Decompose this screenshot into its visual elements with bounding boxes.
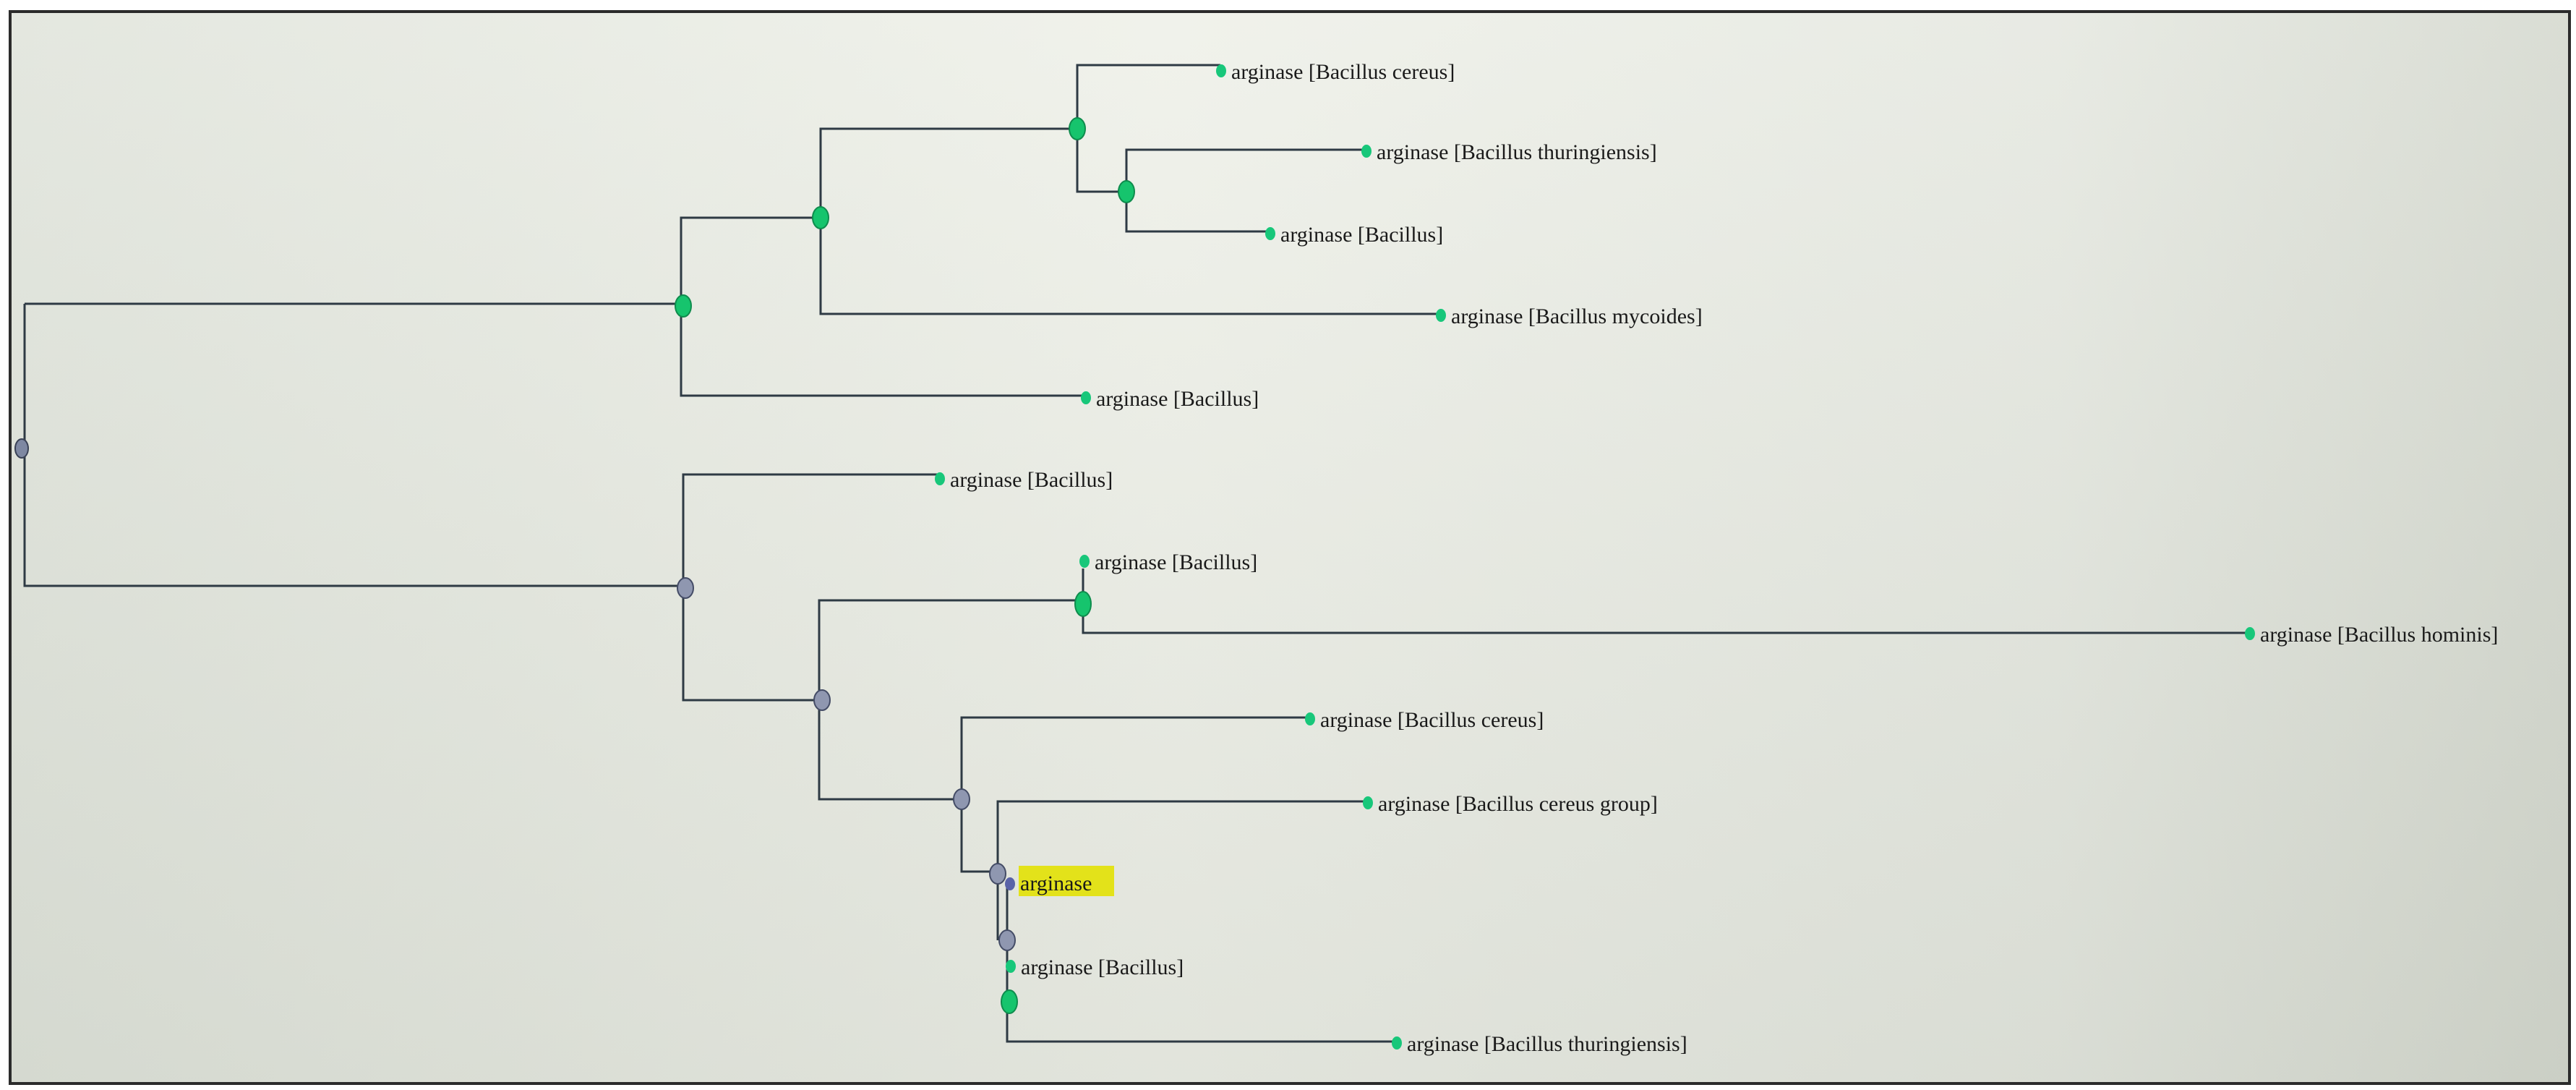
green-dot-icon [935,472,945,485]
node-circle-icon[interactable] [812,206,829,229]
branch-root [23,302,683,587]
leaf-node[interactable]: arginase [Bacillus thuringiensis] [1361,140,1657,164]
leaf-node[interactable]: arginase [Bacillus thuringiensis] [1392,1032,1687,1056]
green-dot-icon [1081,391,1091,404]
green-dot-icon [1265,227,1275,240]
leaf-node[interactable]: arginase [Bacillus mycoides] [1436,305,1703,328]
query-node-icon [1005,877,1015,890]
leaf-label: arginase [Bacillus mycoides] [1451,305,1703,328]
tree-leaves: arginase [Bacillus cereus] arginase [Bac… [935,60,2498,1056]
green-dot-icon [1006,960,1016,973]
leaf-label: arginase [Bacillus hominis] [2260,623,2498,647]
leaf-label: arginase [Bacillus cereus group] [1378,792,1658,816]
node-circle-icon[interactable] [1001,989,1018,1014]
leaf-label: arginase [Bacillus cereus] [1231,60,1455,84]
leaf-node[interactable]: arginase [Bacillus cereus] [1305,708,1544,732]
branch-node-f [960,716,1309,873]
internal-nodes [14,117,1135,1014]
green-dot-icon [1305,712,1315,725]
node-circle-icon[interactable] [14,438,29,459]
green-dot-icon [1363,796,1373,809]
leaf-label: arginase [Bacillus] [1021,955,1184,979]
branch-node-c [1125,148,1365,233]
node-circle-icon[interactable] [1074,591,1092,617]
branch-node-d [818,599,1083,801]
green-dot-icon [2245,627,2255,640]
query-highlight [1019,866,1114,896]
green-dot-icon [1079,555,1090,568]
leaf-node[interactable]: arginase [Bacillus] [1006,955,1184,979]
node-circle-icon[interactable] [989,863,1006,885]
branch-upper-clade [680,216,1084,397]
leaf-label: arginase [Bacillus] [1095,550,1257,574]
branch-lower-clade [682,473,938,702]
leaf-node[interactable]: arginase [Bacillus] [1081,387,1259,411]
node-circle-icon[interactable] [1069,117,1086,140]
node-circle-icon[interactable] [998,929,1016,951]
green-dot-icon [1361,145,1372,158]
leaf-node[interactable]: arginase [Bacillus cereus] [1216,60,1455,84]
leaf-label: arginase [Bacillus] [950,468,1113,492]
screen-frame [9,10,2571,1085]
leaf-label: arginase [Bacillus] [1280,223,1443,247]
leaf-label: arginase [Bacillus cereus] [1320,708,1544,732]
node-circle-icon[interactable] [1118,180,1135,203]
branch-node-a [819,127,1439,315]
node-circle-icon[interactable] [677,577,694,599]
leaf-label-query: arginase [1020,872,1092,895]
node-circle-icon[interactable] [813,689,831,711]
leaf-node[interactable]: arginase [Bacillus] [1265,223,1443,247]
leaf-label: arginase [Bacillus] [1096,387,1259,411]
leaf-label: arginase [Bacillus thuringiensis] [1407,1032,1687,1056]
green-dot-icon [1436,309,1446,322]
leaf-label: arginase [Bacillus thuringiensis] [1377,140,1657,164]
leaf-node[interactable]: arginase [Bacillus cereus group] [1363,792,1658,816]
screen-shading [10,12,2569,1083]
leaf-node[interactable]: arginase [Bacillus] [1079,550,1257,574]
leaf-node[interactable]: arginase [Bacillus hominis] [2245,623,2498,647]
green-dot-icon [1392,1036,1402,1049]
leaf-node[interactable]: arginase [Bacillus] [935,468,1113,492]
branch-node-b [1076,64,1220,193]
node-circle-icon[interactable] [953,788,970,810]
green-dot-icon [1216,64,1226,77]
node-circle-icon[interactable] [675,294,692,318]
leaf-node-query[interactable]: arginase [1005,872,1092,895]
